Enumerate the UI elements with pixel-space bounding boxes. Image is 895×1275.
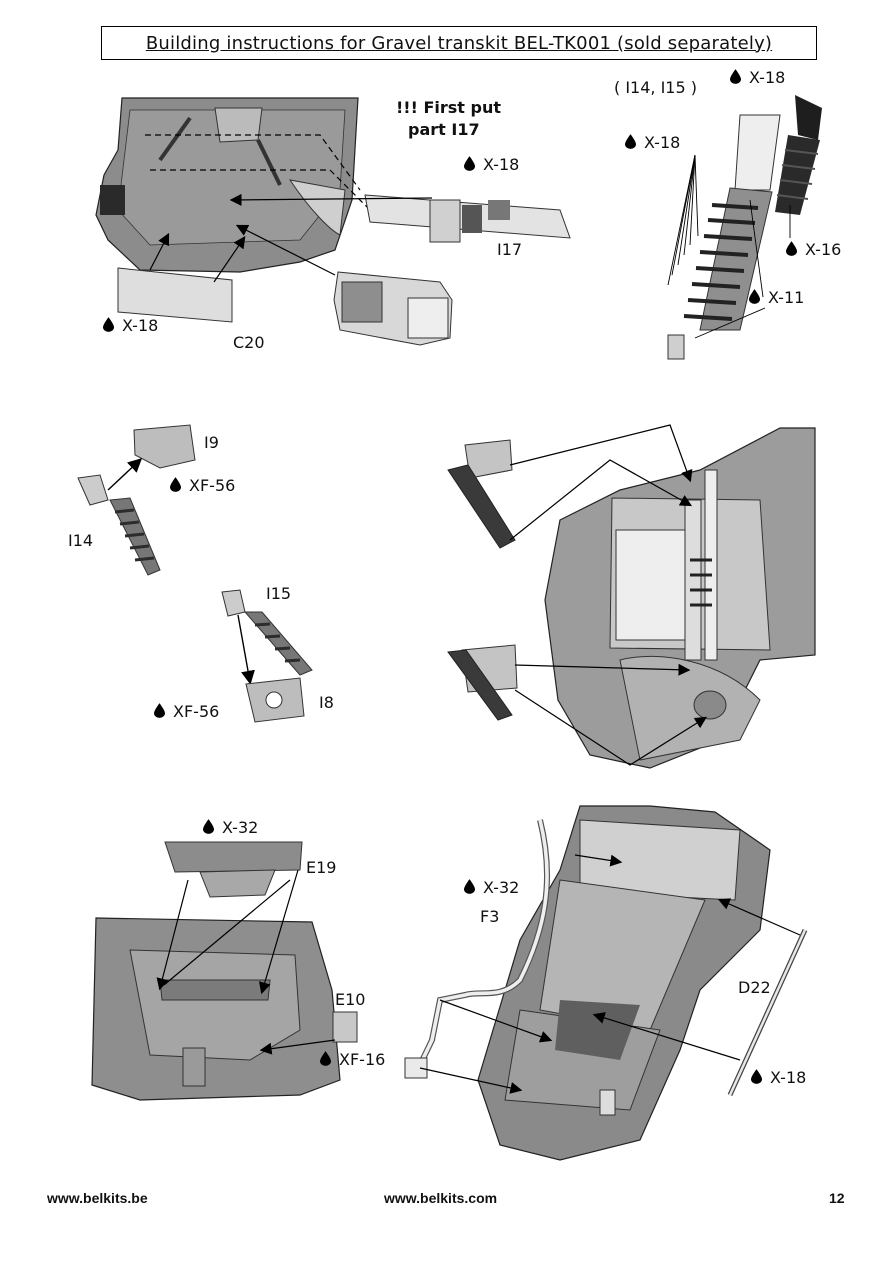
paint-drop-icon	[786, 241, 797, 256]
paint-code: X-16	[805, 240, 842, 259]
paint-drop-icon	[103, 317, 114, 332]
paint-drop-icon	[154, 703, 165, 718]
part-label-i17: I17	[497, 240, 523, 259]
page-number: 12	[829, 1190, 845, 1206]
paint-drop-icon	[203, 819, 214, 834]
step4-diagram	[91, 841, 358, 1101]
paint-callout-x11: X-11	[749, 288, 804, 307]
parts-reference: ( I14, I15 )	[614, 78, 697, 97]
paint-callout-x16: X-16	[786, 240, 841, 259]
paint-code: X-18	[770, 1068, 807, 1087]
part-label-i15: I15	[266, 584, 292, 603]
paint-callout-x18: X-18	[751, 1068, 806, 1087]
paint-callout-xf56: XF-56	[170, 476, 235, 495]
paint-drop-icon	[625, 134, 636, 149]
part-label-e10: E10	[335, 990, 366, 1009]
part-label-e19: E19	[306, 858, 337, 877]
part-label-c20: C20	[233, 333, 265, 352]
paint-code: X-32	[222, 818, 259, 837]
step1-diagram	[95, 97, 571, 346]
step5-diagram	[404, 805, 808, 1161]
paint-code: X-32	[483, 878, 520, 897]
step3-diagram	[77, 424, 313, 723]
paint-drop-icon	[730, 69, 741, 84]
paint-code: X-18	[483, 155, 520, 174]
page-title-box: Building instructions for Gravel transki…	[101, 26, 817, 60]
first-put-note-line2: part I17	[408, 120, 480, 139]
paint-code: X-11	[768, 288, 805, 307]
paint-code: X-18	[122, 316, 159, 335]
paint-drop-icon	[464, 879, 475, 894]
paint-drop-icon	[749, 289, 760, 304]
part-label-i14: I14	[68, 531, 94, 550]
part-label-d22: D22	[738, 978, 771, 997]
paint-code: X-18	[644, 133, 681, 152]
paint-drop-icon	[320, 1051, 331, 1066]
part-label-i9: I9	[204, 433, 219, 452]
paint-callout-x18: X-18	[625, 133, 680, 152]
paint-callout-xf16: XF-16	[320, 1050, 385, 1069]
paint-drop-icon	[464, 156, 475, 171]
paint-drop-icon	[170, 477, 181, 492]
paint-callout-x18: X-18	[103, 316, 158, 335]
step3-assembly-diagram	[447, 424, 816, 769]
paint-callout-x18: X-18	[464, 155, 519, 174]
step2-diagram	[667, 95, 822, 360]
page-title: Building instructions for Gravel transki…	[145, 32, 773, 54]
first-put-note-line1: !!! First put	[396, 98, 501, 117]
paint-drop-icon	[751, 1069, 762, 1084]
part-label-f3: F3	[480, 907, 500, 926]
paint-code: XF-56	[173, 702, 220, 721]
paint-callout-xf56: XF-56	[154, 702, 219, 721]
paint-callout-x18: X-18	[730, 68, 785, 87]
footer-url-com[interactable]: www.belkits.com	[384, 1190, 498, 1206]
paint-code: XF-56	[189, 476, 236, 495]
paint-code: X-18	[749, 68, 786, 87]
footer-url-be[interactable]: www.belkits.be	[47, 1190, 148, 1206]
paint-callout-x32: X-32	[464, 878, 519, 897]
paint-code: XF-16	[339, 1050, 386, 1069]
part-label-i8: I8	[319, 693, 334, 712]
paint-callout-x32: X-32	[203, 818, 258, 837]
